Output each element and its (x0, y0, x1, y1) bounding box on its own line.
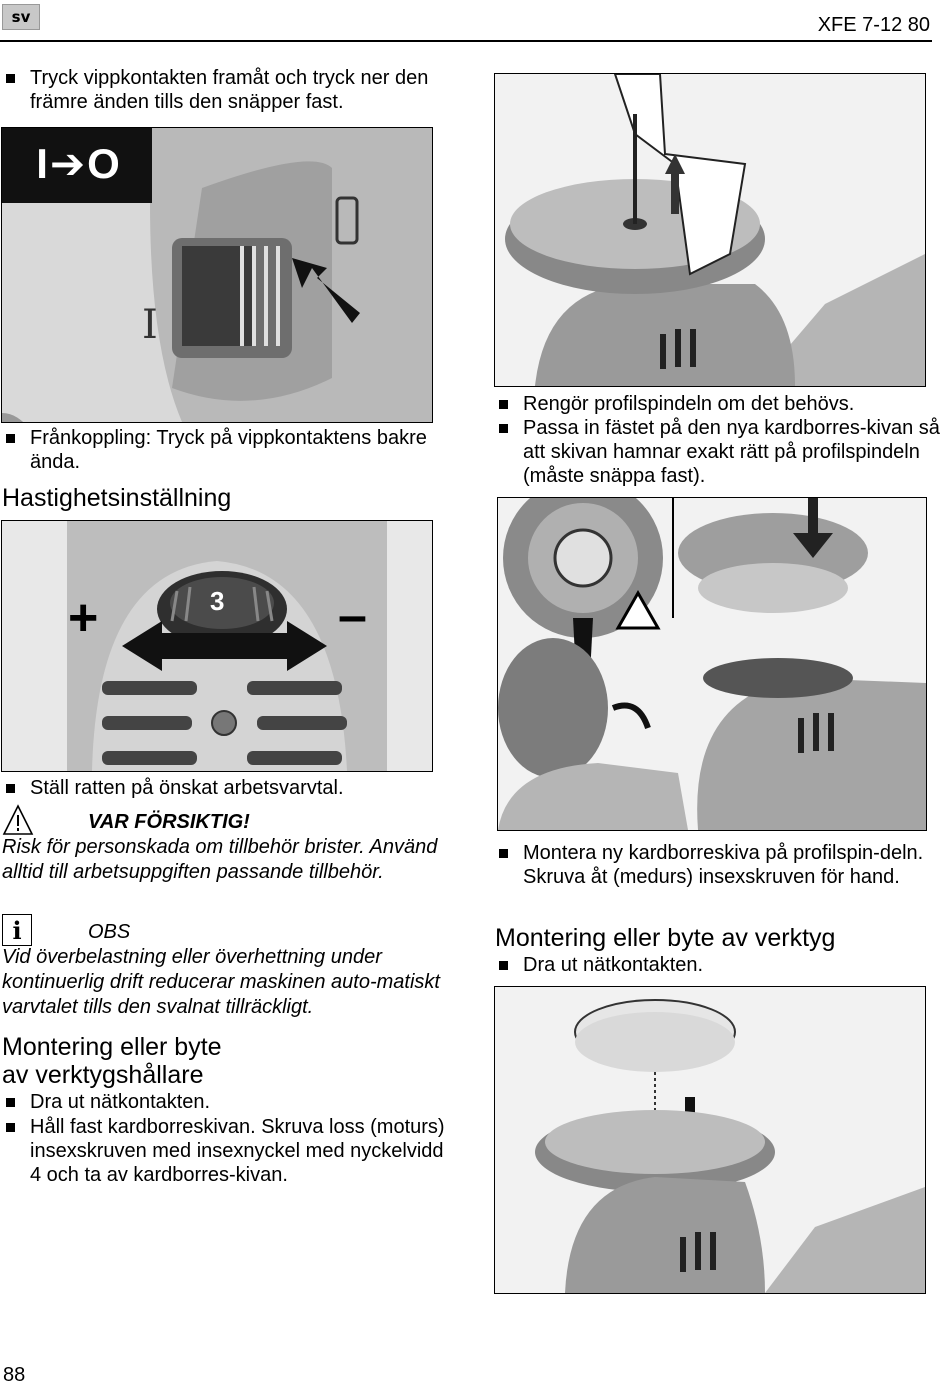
bullet-unplug-right: Dra ut nätkontakten. (495, 953, 950, 977)
svg-text:I: I (142, 302, 158, 348)
info-icon: i (2, 914, 32, 946)
pad-fitting-figure (497, 497, 927, 831)
caution-title: VAR FÖRSIKTIG! (88, 811, 250, 833)
language-badge: sv (2, 4, 40, 30)
note-text: Vid överbelastning eller överhettning un… (2, 946, 440, 1018)
page-number: 88 (3, 1364, 26, 1386)
bullet-fit: Passa in fästet på den nya kardborres-ki… (495, 416, 950, 488)
dial-number: 3 (210, 586, 225, 616)
speed-dial-figure (1, 520, 433, 772)
bullet-hold: Håll fast kardborreskivan. Skruva loss (… (2, 1115, 450, 1187)
warning-triangle-icon (2, 804, 34, 835)
bullet-clean: Rengör profilspindeln om det behövs. (495, 392, 950, 416)
bullet-switch-off: Frånkoppling: Tryck på vippkontaktens ba… (2, 426, 460, 474)
bullet-switch-on: Tryck vippkontakten framåt och tryck ner… (2, 66, 460, 114)
bullet-speed: Ställ ratten på önskat arbetsvarvtal. (2, 776, 460, 800)
heading-tool: Montering eller byte av verktyg (495, 924, 836, 952)
heading-speed: Hastighetsinställning (2, 484, 232, 512)
pad-cleaning-figure (494, 73, 926, 387)
switch-figure: I (1, 127, 433, 423)
note-title: OBS (88, 921, 131, 943)
model-number: XFE 7-12 80 (817, 14, 930, 36)
minus-symbol: – (338, 587, 367, 645)
heading-holder-line1: Montering eller byte (2, 1033, 222, 1061)
switch-symbol: I➔O (36, 139, 122, 187)
header-rule (0, 40, 932, 42)
tool-mounting-figure (494, 986, 926, 1294)
caution-text: Risk för personskada om tillbehör briste… (2, 836, 438, 883)
bullet-unplug-left: Dra ut nätkontakten. (2, 1090, 460, 1114)
bullet-mount: Montera ny kardborreskiva på profilspin-… (495, 841, 950, 889)
heading-holder-line2: av verktygshållare (2, 1061, 204, 1089)
plus-symbol: + (68, 589, 99, 647)
